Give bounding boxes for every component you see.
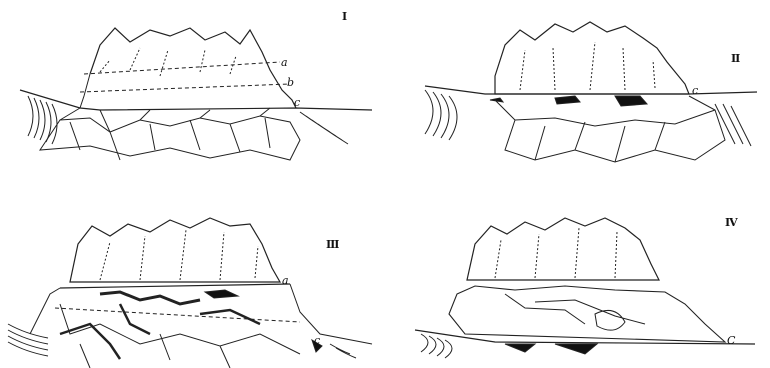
label-a: a xyxy=(282,274,289,287)
panel-3-numeral: III xyxy=(326,238,338,251)
panel-1: I a b c xyxy=(0,0,385,184)
panel-3: III a c xyxy=(0,184,385,368)
label-c: c xyxy=(314,334,320,347)
panel-4-drawing xyxy=(385,184,770,368)
panel-2-drawing xyxy=(385,0,770,184)
panel-4: IV C xyxy=(385,184,770,368)
label-a: a xyxy=(281,56,288,69)
panel-1-drawing xyxy=(0,0,385,184)
panel-2-numeral: II xyxy=(731,52,739,65)
label-c: C xyxy=(727,334,735,347)
panel-4-numeral: IV xyxy=(725,216,737,229)
panel-3-drawing xyxy=(0,184,385,368)
panel-1-numeral: I xyxy=(342,10,346,23)
label-c: c xyxy=(692,84,698,97)
label-b: b xyxy=(287,76,294,89)
label-c: c xyxy=(294,96,300,109)
panel-2: II c xyxy=(385,0,770,184)
